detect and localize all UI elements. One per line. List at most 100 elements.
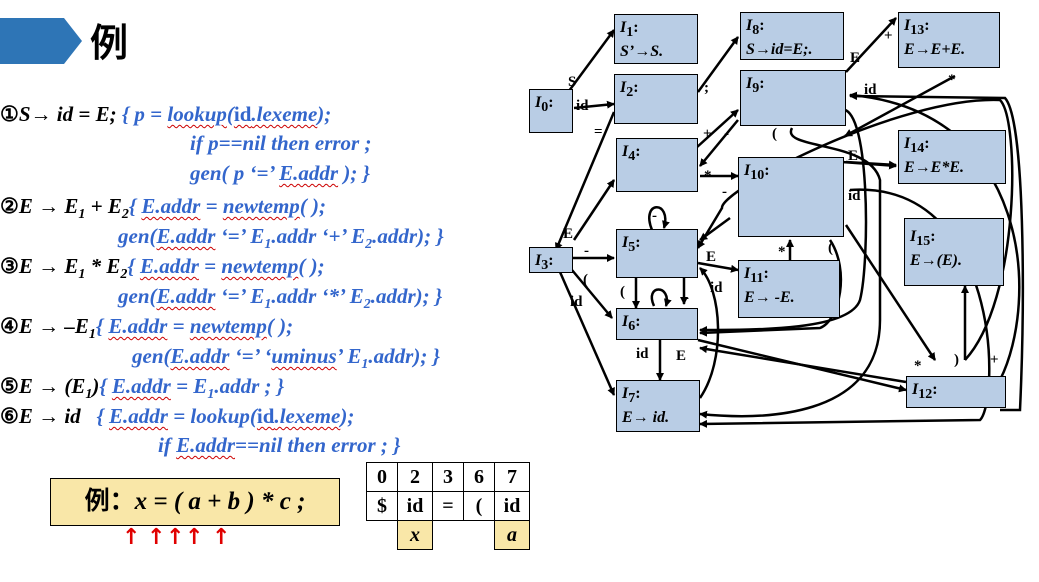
- state-index: 0: [541, 100, 549, 116]
- edge-label: E: [563, 226, 574, 242]
- action-text: .lexeme: [251, 102, 318, 126]
- state-label: I: [535, 252, 542, 269]
- subscript: 1: [264, 237, 272, 253]
- action-text: {: [99, 374, 112, 398]
- subscript: 2: [363, 297, 371, 313]
- action-text: {: [127, 254, 140, 278]
- rule-rhs: E: [64, 254, 79, 278]
- rule-2: ②E → E1 + E2{ E.addr = newtemp( );: [0, 192, 326, 229]
- action-text: gen(: [132, 344, 171, 368]
- edge-label: *: [914, 358, 922, 374]
- state-index: 13: [910, 23, 925, 39]
- edge-label: -: [684, 290, 689, 306]
- state-label: I: [746, 75, 753, 92]
- state-label: I: [912, 381, 919, 398]
- rule-3: ③E → E1 * E2{ E.addr = newtemp( );: [0, 252, 325, 289]
- edge-label: S: [568, 74, 577, 90]
- rule-rhs: –E: [64, 314, 89, 338]
- edge-label: id: [848, 188, 861, 204]
- edge-I3-I7: [558, 271, 616, 396]
- action-text: E.addr: [170, 344, 230, 368]
- edge-label: E: [850, 50, 861, 66]
- action-text: gen(: [118, 224, 157, 248]
- edge-I5-I11: [697, 261, 739, 273]
- edge-I10-I7: [699, 188, 991, 428]
- state-label: I: [620, 79, 627, 96]
- edge-I12-I6: [699, 345, 907, 384]
- example-label: 例：: [84, 488, 135, 515]
- edge-I12-I9: [849, 91, 1021, 381]
- stack-value-cell: a: [494, 520, 530, 550]
- action-text: =: [167, 404, 191, 428]
- state-I1: I1: S’→S.: [614, 14, 698, 64]
- rule-rhs: E: [95, 102, 110, 126]
- edge-label: (: [620, 284, 625, 300]
- action-text: id: [233, 102, 252, 126]
- action-text: {: [96, 404, 109, 428]
- edge-label: *: [704, 168, 712, 184]
- rule-lhs: E: [18, 374, 33, 398]
- rule-rhs: E: [107, 194, 122, 218]
- edge-label: -: [584, 243, 589, 259]
- action-text: gen( p ‘=’: [190, 161, 280, 185]
- state-items: E→ -E.: [744, 289, 795, 307]
- action-text: E.addr: [279, 161, 339, 185]
- rule-number: ③: [0, 254, 19, 278]
- input-pointer-icon: ↑: [185, 525, 204, 550]
- edge-label: =: [594, 124, 603, 140]
- action-text: id: [256, 404, 275, 428]
- state-items: E→E+E.: [904, 41, 966, 59]
- arrow-glyph: →: [38, 374, 60, 398]
- edge-label: id: [570, 294, 583, 310]
- rule-1-line-2: if p==nil then error ;: [190, 131, 372, 155]
- state-index: 7: [628, 391, 636, 407]
- arrow-glyph: →: [38, 194, 60, 218]
- state-index: 8: [752, 23, 760, 39]
- state-I14: I14: E→E*E.: [898, 130, 1006, 184]
- state-label: I: [622, 385, 629, 402]
- edge-label: +: [884, 28, 893, 44]
- edge-I12-I7: [849, 92, 1025, 412]
- edge-label: (: [583, 272, 588, 288]
- action-text: E.addr: [139, 254, 199, 278]
- action-text: ( );: [298, 254, 325, 278]
- edge-label: -: [724, 126, 729, 142]
- rule-number: ②: [0, 194, 19, 218]
- state-label: I: [744, 265, 751, 282]
- state-label: I: [904, 135, 911, 152]
- action-text: E.addr: [109, 404, 168, 428]
- edge-label: (: [828, 240, 833, 256]
- edge-label: *: [778, 244, 786, 260]
- slide-title: 例: [90, 21, 129, 65]
- state-items: E→ id.: [622, 409, 670, 427]
- edge-label: ): [954, 352, 959, 368]
- action-text: lookup: [167, 102, 227, 126]
- subscript: 2: [120, 267, 128, 283]
- edge-I4-I9: [695, 109, 739, 149]
- action-text: (: [226, 102, 234, 126]
- subscript: 1: [78, 267, 86, 283]
- arrow-glyph: →: [38, 404, 60, 428]
- rule-6: ⑥E → id { E.addr = lookup(id.lexeme);: [0, 402, 354, 430]
- edge-I9-I6: [699, 108, 868, 334]
- subscript: 2: [365, 237, 373, 253]
- edge-I6-I6-loop: [650, 288, 672, 307]
- rule-6-line-2: if E.addr==nil then error ; }: [158, 431, 400, 459]
- rule-lhs: E: [18, 404, 33, 428]
- state-label: I: [744, 162, 751, 179]
- edge-label: +: [990, 352, 999, 368]
- state-index: 6: [628, 319, 636, 335]
- stack-cell: 0: [366, 462, 398, 492]
- state-index: 15: [916, 234, 931, 250]
- action-text: ); }: [338, 161, 370, 185]
- action-text: E.addr: [108, 314, 168, 338]
- state-items: E→E*E.: [904, 159, 965, 177]
- action-text: );: [317, 102, 332, 126]
- edge-I2-I3: [554, 111, 616, 251]
- edge-I0-I2: [573, 100, 615, 110]
- action-text: newtemp: [221, 254, 299, 278]
- edge-I3-I6: [571, 269, 613, 319]
- rule-rhs: E: [64, 194, 79, 218]
- stack-cell: $: [366, 491, 398, 521]
- action-text: .lexeme: [274, 404, 341, 428]
